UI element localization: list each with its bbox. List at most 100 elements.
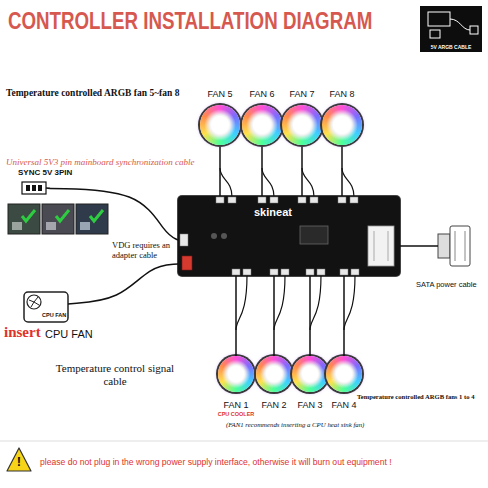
fan-ring [326, 356, 362, 392]
fan-label: FAN 7 [280, 89, 324, 99]
sata-port-slot [388, 231, 389, 261]
branch-wire [236, 275, 247, 330]
cable-connector [341, 147, 343, 196]
sata-plug-head [450, 226, 470, 266]
fan-node: FAN 2 [255, 356, 293, 410]
fan-label: FAN 2 [249, 400, 299, 410]
cable-note: Universal 5V3 pin mainboard synchronizat… [6, 157, 195, 167]
fan-header [298, 197, 306, 203]
fan-label: FAN 4 [319, 400, 369, 410]
fan-header [216, 197, 224, 203]
branch-wire [310, 275, 321, 330]
fan-branch-wires [220, 168, 355, 330]
fan-ring [200, 105, 240, 145]
fan-label: FAN 8 [320, 89, 364, 99]
cpu-fan-label: CPU FAN [45, 328, 93, 340]
fan-label: FAN 1 [211, 400, 261, 410]
controller-chip [300, 226, 328, 244]
check-mark [56, 210, 69, 221]
sata-port [368, 226, 394, 266]
cable-note: Temperature control signal cable [50, 362, 180, 388]
diagram-title: CONTROLLER INSTALLATION DIAGRAM [8, 7, 372, 35]
sync-pin [38, 185, 42, 191]
fan-ring [256, 356, 292, 392]
cable-connector [261, 147, 263, 196]
cable-connector [309, 276, 311, 356]
fan-node: FAN 5 [198, 89, 242, 147]
mainboard-photo [42, 204, 74, 234]
cable-connector [400, 245, 438, 247]
cable-icon-board [428, 12, 450, 26]
branch-wire [262, 168, 274, 197]
fan-header [338, 197, 346, 203]
cable-connector [343, 276, 345, 356]
sata-connector: SATA power cable [438, 228, 472, 264]
cable-connector [50, 188, 178, 240]
mainboard-chip [46, 222, 56, 230]
branch-wire [344, 275, 355, 330]
sync-stub [46, 187, 50, 189]
cable-icon-wire [450, 19, 470, 30]
section-heading: Temperature controlled ARGB fan 5~fan 8 [6, 88, 179, 99]
mainboard-photo [8, 204, 40, 234]
fan-header [258, 197, 266, 203]
sata-plug [438, 226, 470, 266]
warning-text: please do not plug in the wrong power su… [40, 457, 392, 467]
board-headers [180, 197, 359, 275]
branch-wire [274, 275, 285, 330]
check-mark [22, 210, 35, 221]
fan-ring [322, 105, 362, 145]
cable-connector [235, 276, 237, 356]
sata-plug-body [438, 234, 450, 258]
sata-plug-slot [455, 231, 456, 261]
cable-connector [68, 264, 178, 304]
fan-node: FAN 8 [320, 89, 364, 147]
mainboard-chip [12, 222, 22, 230]
fan-label: FAN 6 [240, 89, 284, 99]
section-heading: Temperature controlled ARGB fans 1 to 4 [357, 393, 474, 401]
cpu-fan-frame [24, 292, 68, 322]
cpu-fan-icon [24, 292, 68, 322]
adapter-note: VDG requires an adapter cable [112, 240, 176, 260]
icon-caption: 5V ARGB CABLE [420, 44, 482, 50]
fan-header [243, 269, 251, 275]
sync-header [180, 234, 188, 246]
footnote: (FAN1 recommends inserting a CPU heat si… [226, 421, 364, 429]
cable-connector [301, 147, 303, 196]
sync-pin [26, 185, 30, 191]
fan-header [270, 197, 278, 203]
fan-node: FAN 3 [291, 356, 329, 410]
fan-header [228, 197, 236, 203]
separator-line [0, 441, 488, 442]
sync-plug [22, 182, 46, 194]
fan-header [340, 269, 348, 275]
fan-header [232, 269, 240, 275]
fan-node: FAN 7 [280, 89, 324, 147]
sata-plug-slot [465, 231, 466, 261]
warning-symbol-mark: ! [7, 455, 31, 469]
brand-label: skineat [254, 206, 292, 218]
connector-label: CPU FAN [42, 312, 66, 318]
branch-wire [302, 168, 314, 197]
fan-header [306, 269, 314, 275]
cable-connector [273, 276, 275, 356]
mainboard-photo [76, 204, 108, 234]
fan-header [317, 269, 325, 275]
cpu-fan-connector: CPU FAN [24, 292, 68, 322]
fan-header [350, 197, 358, 203]
branch-wire [220, 168, 232, 197]
controller-board: skineat [178, 196, 400, 276]
sata-port-slot [374, 231, 375, 261]
sync-connector [22, 182, 50, 194]
cable-icon-frame [420, 6, 482, 52]
fan-label: FAN 3 [285, 400, 335, 410]
check-mark [90, 210, 103, 221]
capacitor [221, 233, 227, 239]
fan-ring [218, 356, 254, 392]
cable-icon-plug [430, 30, 440, 38]
insert-label: insert [4, 324, 41, 340]
